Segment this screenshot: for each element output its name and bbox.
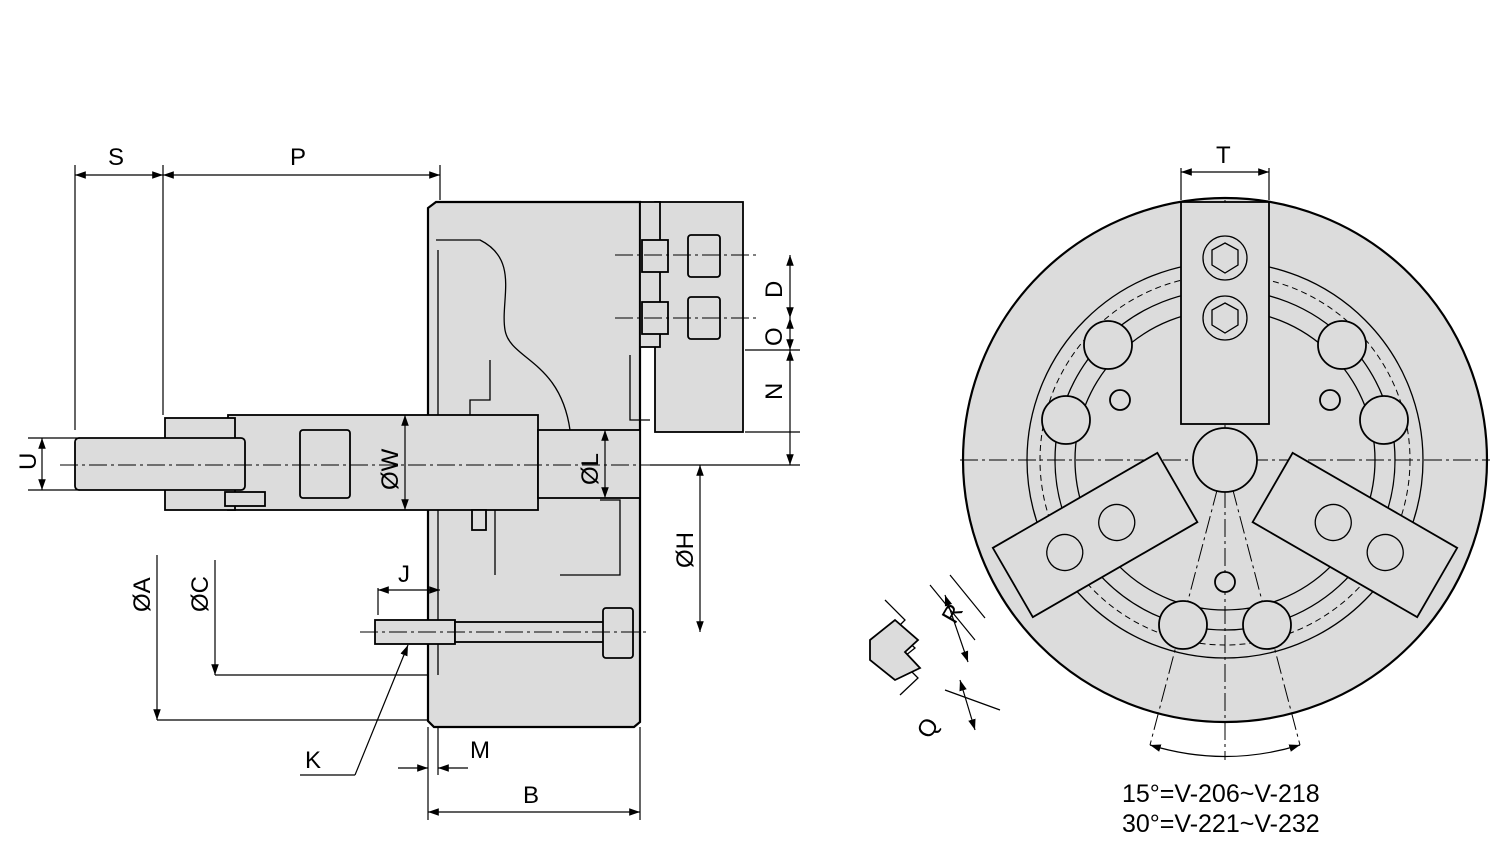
- dim-label-R: R: [937, 599, 969, 628]
- dim-label-S: S: [108, 144, 124, 171]
- left-jaw: [991, 451, 1199, 619]
- jaw-screw-upper: [687, 234, 721, 278]
- dim-label-H: ØH: [672, 532, 699, 568]
- serration-detail: R Q: [869, 574, 1001, 743]
- dim-label-D: D: [761, 281, 788, 298]
- mount-bolts: [1041, 320, 1409, 650]
- side-view: S P U ØW ØL D O N ØH J ØA: [15, 144, 800, 820]
- dim-label-W: ØW: [377, 448, 404, 490]
- dim-label-C: ØC: [187, 576, 214, 612]
- dim-label-L: ØL: [577, 453, 604, 485]
- dim-label-U: U: [15, 453, 42, 470]
- dim-label-N: N: [761, 383, 788, 400]
- dim-label-A: ØA: [129, 577, 156, 612]
- dim-label-T: T: [1216, 142, 1231, 169]
- center-bore: [1192, 427, 1258, 493]
- angle-note-line2: 30°=V-221~V-232: [1122, 810, 1320, 838]
- front-view: T R Q 15°=V-206~V-218 30°=V-221~V-232: [869, 142, 1490, 838]
- dim-label-B: B: [523, 782, 539, 809]
- dim-label-P: P: [290, 144, 306, 171]
- shaft: [74, 437, 246, 491]
- dim-label-O: O: [761, 327, 788, 346]
- dim-label-J: J: [398, 561, 410, 588]
- dim-label-K: K: [305, 747, 321, 774]
- angle-note-line1: 15°=V-206~V-218: [1122, 780, 1320, 808]
- top-jaw: [1180, 201, 1270, 425]
- dim-label-M: M: [470, 737, 490, 764]
- dim-label-Q: Q: [912, 713, 945, 743]
- right-jaw: [1251, 451, 1459, 619]
